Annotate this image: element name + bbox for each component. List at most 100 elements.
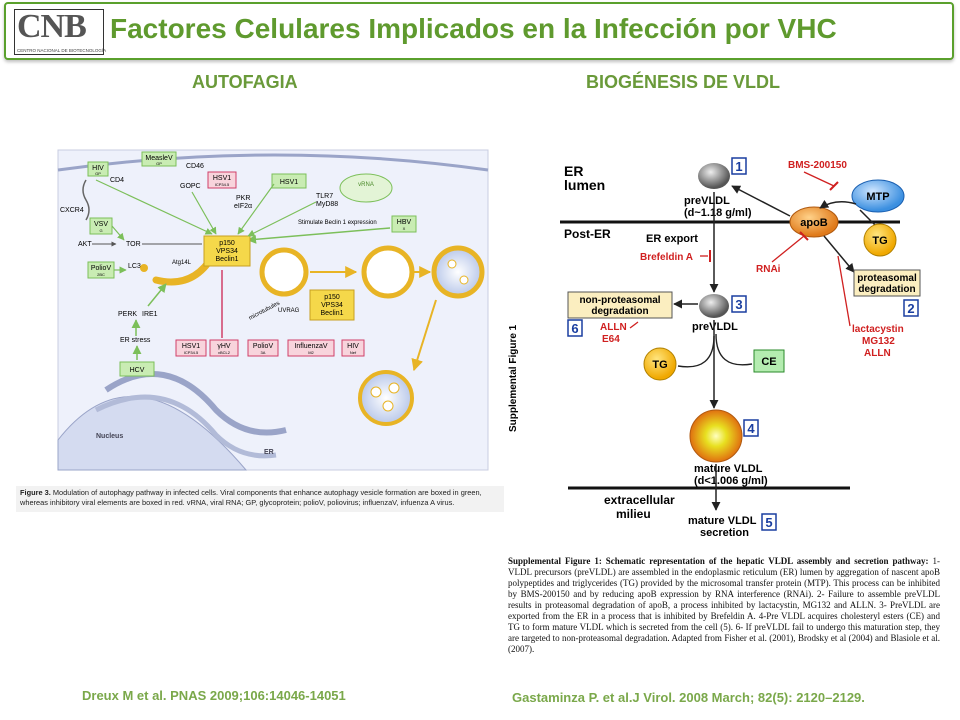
tlr7-label: TLR7 (316, 193, 333, 200)
hbv-box (391, 215, 417, 233)
secretion-label-2: secretion (700, 527, 749, 539)
autophagy-figure-caption: Figure 3. Modulation of autophagy pathwa… (16, 486, 504, 512)
ce-node (753, 349, 785, 373)
complex1-vps34: VPS34 (216, 248, 238, 255)
step-2-number: 2 (907, 301, 914, 316)
poliov-inhibitor-box (247, 339, 279, 357)
e64-label: E64 (602, 334, 620, 345)
measlev-label: MeasleV (145, 155, 173, 162)
measlev-sub-label: GP (156, 161, 162, 166)
er-lumen-label-1: ER (564, 163, 583, 179)
step-6-number: 6 (571, 321, 578, 336)
er-lumen-label-2: lumen (564, 177, 605, 193)
hsv1-inhibitor-box (175, 339, 207, 357)
lactacystin-line (837, 255, 851, 327)
rnai-line (771, 235, 805, 263)
mtp-to-apob-arrow (819, 199, 857, 209)
hsv1-c-sub-label: ICP34.5 (184, 350, 199, 355)
ce-merge-arrow (715, 333, 753, 366)
step-5-number: 5 (765, 515, 772, 530)
tg-mid-node (643, 347, 677, 381)
apob-to-proteasome-arrow (823, 235, 855, 273)
section-title-autophagy: AUTOFAGIA (192, 72, 298, 92)
step-4-box (743, 419, 759, 437)
nonprot-label-1: non-proteasomal (579, 295, 660, 306)
vldl-figure-caption: Supplemental Figure 1: Schematic represe… (508, 556, 940, 655)
hbv-arrow (247, 227, 391, 244)
er-label: ER (264, 449, 274, 456)
ghv-sub-label: vBCL2 (218, 350, 231, 355)
degradation-arrow (411, 299, 437, 372)
atg14l-label: Atg14L (172, 260, 192, 266)
measlev-box (141, 151, 177, 167)
hsv1-arrow (237, 183, 275, 235)
influenza-label: InfluenzaV (294, 343, 327, 350)
receptor-cxcr4-shape (82, 179, 90, 221)
cd4-label: CD4 (110, 177, 124, 184)
extracellular-label-2: milieu (616, 507, 651, 521)
caption-text: Modulation of autophagy pathway in infec… (20, 488, 482, 507)
nucleus-label: Nucleus (96, 433, 123, 440)
hiv-arrow (95, 179, 213, 235)
citation-right: Gastaminza P. et al.J Virol. 2008 March;… (512, 690, 865, 705)
mature-label-1: mature VLDL (694, 463, 763, 475)
lysosome-dot (447, 259, 457, 269)
step-3-number: 3 (735, 297, 742, 312)
bms-label: BMS-200150 (788, 160, 847, 171)
cd46-label: CD46 (186, 163, 204, 170)
lactacystin-label: lactacystin (852, 324, 904, 335)
previdl-dense-label-1: preVLDL (684, 195, 730, 207)
vldl-diagram: Supplemental Figure 1 ER lumen Post-ER 1… (508, 157, 921, 539)
post-er-label: Post-ER (564, 227, 611, 241)
bms-inhibition-bar (829, 181, 839, 191)
hcv-label: HCV (130, 367, 145, 374)
complex2-beclin1: Beclin1 (321, 310, 344, 317)
complex2-p150: p150 (324, 294, 340, 301)
hcv-box (119, 361, 155, 377)
hsv1-b-label: HSV1 (280, 179, 298, 186)
lc3-dot (140, 264, 148, 272)
gopc-label: GOPC (180, 183, 201, 190)
influenza-box (287, 339, 335, 357)
hsv1-label: HSV1 (213, 175, 231, 182)
slide-title: Factores Celulares Implicados en la Infe… (110, 13, 837, 44)
myd88-label: MyD88 (316, 201, 338, 208)
eif2a-label: eIF2α (234, 203, 252, 210)
hiv-label: HIV (92, 165, 104, 172)
ce-label: CE (761, 356, 776, 368)
er-export-label: ER export (646, 233, 698, 245)
lysosome-dot (382, 400, 394, 412)
mg132-label: MG132 (862, 336, 895, 347)
step-1-number: 1 (735, 159, 742, 174)
logo-text: CNB (17, 8, 87, 45)
vsv-label: VSV (94, 221, 108, 228)
autolysosome (431, 245, 485, 299)
step-1-box (731, 157, 747, 175)
citation-left: Dreux M et al. PNAS 2009;106:14046-14051 (82, 688, 346, 703)
hsv1-sub-label: ICP34.5 (215, 182, 230, 187)
apob-node (789, 206, 839, 238)
mature-label-2: (d<1.006 g/ml) (694, 475, 768, 487)
nonproteasomal-box (567, 291, 673, 319)
secretion-label-1: mature VLDL (688, 515, 757, 527)
hiv-b-label: HIV (347, 343, 359, 350)
p150-complex-1 (203, 235, 251, 267)
er-stress-label: ER stress (120, 337, 151, 344)
extracellular-label-1: extracellular (604, 493, 675, 507)
previdl-dense-particle (698, 163, 730, 189)
proteasomal-label-2: degradation (858, 284, 915, 295)
alln-label: ALLN (600, 322, 627, 333)
alln-b-label: ALLN (864, 348, 891, 359)
poliov-sub-label: 2BC (97, 272, 105, 277)
p150-complex-2 (309, 289, 355, 321)
bms-inhibition-line (803, 171, 835, 187)
er-membrane-2 (94, 394, 277, 459)
step-2-box (903, 299, 919, 317)
vrna-vesicle (339, 173, 393, 203)
mature-vldl-particle (689, 409, 743, 463)
step-6-box (567, 319, 583, 337)
mtp-node (851, 179, 905, 213)
autophagosome-forming (259, 247, 309, 297)
lysosome-dot (370, 386, 382, 398)
hiv-sub-label: GP (95, 171, 101, 176)
